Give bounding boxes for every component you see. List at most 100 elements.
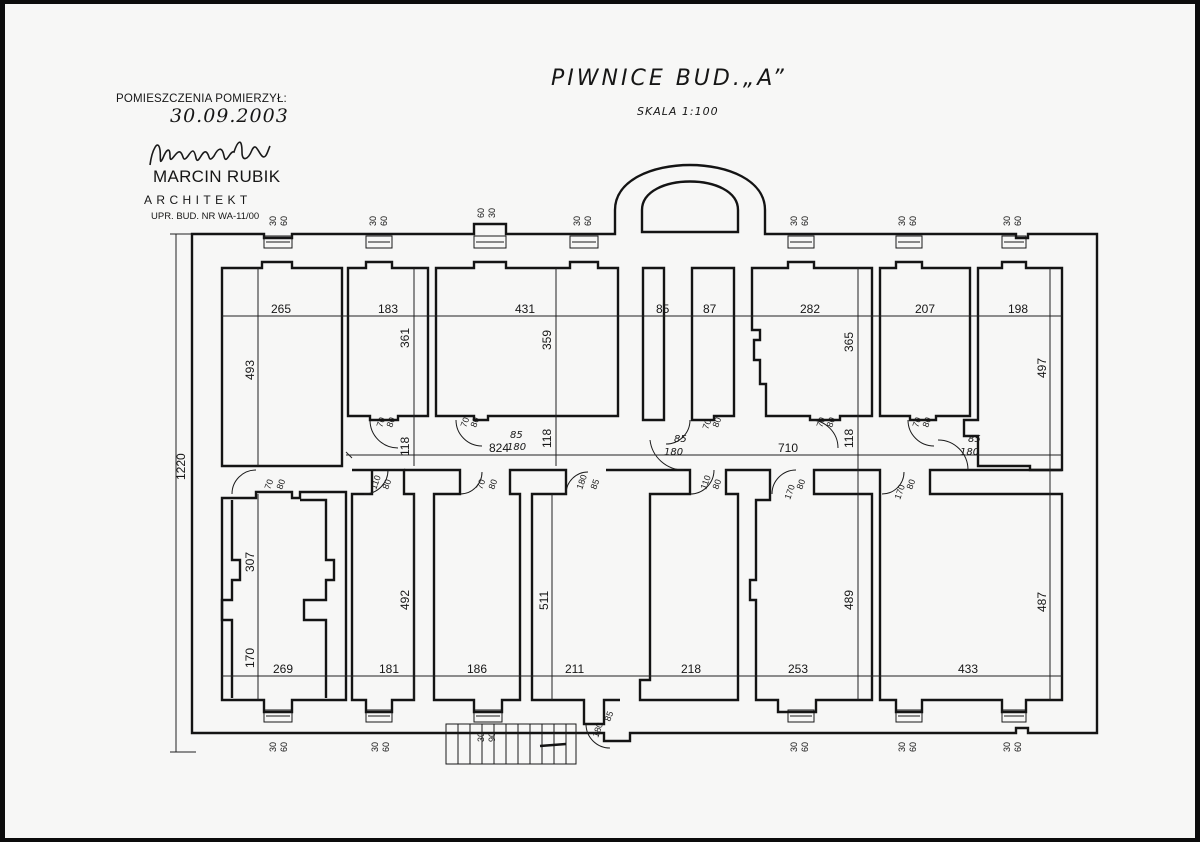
svg-text:60: 60: [1013, 742, 1023, 752]
south-depth-1b: 170: [243, 648, 257, 668]
svg-text:80: 80: [824, 416, 837, 429]
north-depth-6: 365: [842, 332, 856, 352]
svg-text:30: 30: [897, 742, 907, 752]
svg-text:85: 85: [674, 434, 687, 445]
svg-text:85: 85: [968, 434, 981, 445]
svg-text:70: 70: [814, 416, 827, 429]
svg-text:180: 180: [590, 721, 605, 739]
svg-text:30: 30: [897, 216, 907, 226]
overall-height-label: 1220: [174, 453, 188, 480]
north-width-1: 265: [271, 302, 291, 316]
north-width-2: 183: [378, 302, 398, 316]
scan-edge-left: [0, 0, 5, 842]
south-width-4: 211: [565, 662, 584, 676]
stamp-date: 30.09.2003: [170, 105, 289, 127]
scan-edge-top: [0, 0, 1200, 4]
south-depth-2: 492: [398, 590, 412, 610]
svg-text:80: 80: [710, 416, 723, 429]
north-depth-8: 497: [1035, 358, 1049, 378]
door-labels: 70 80 70 80 70 80 70 80 70 80 85 180 85 …: [262, 416, 980, 739]
south-width-6: 253: [788, 662, 808, 676]
stamp-name: MARCIN RUBIK: [153, 167, 281, 186]
svg-text:180: 180: [960, 447, 979, 458]
svg-text:80: 80: [274, 478, 287, 491]
scan-edge-right: [1195, 0, 1200, 842]
corridor-length-west: 824: [489, 441, 509, 455]
svg-text:30: 30: [268, 216, 278, 226]
svg-text:70: 70: [374, 416, 387, 429]
south-depth-1: 307: [243, 552, 257, 572]
south-width-5: 218: [681, 662, 701, 676]
stair-steps: [445, 723, 577, 765]
svg-text:85: 85: [602, 710, 615, 723]
signature-mark: [149, 141, 271, 166]
south-width-7: 433: [958, 662, 978, 676]
svg-text:85: 85: [510, 430, 523, 441]
svg-text:180: 180: [664, 447, 683, 458]
svg-text:30: 30: [487, 208, 497, 218]
svg-text:70: 70: [458, 416, 471, 429]
svg-text:60: 60: [908, 742, 918, 752]
south-width-3: 186: [467, 662, 487, 676]
svg-text:60: 60: [1013, 216, 1023, 226]
windows-bottom: [263, 709, 1027, 723]
north-width-6: 282: [800, 302, 820, 316]
svg-text:80: 80: [468, 416, 481, 429]
south-depth-6: 489: [842, 590, 856, 610]
svg-text:30: 30: [789, 216, 799, 226]
south-width-2: 181: [379, 662, 399, 676]
south-width-1: 269: [273, 662, 293, 676]
svg-text:30: 30: [1002, 216, 1012, 226]
drawing-title: PIWNICE BUD.„A”: [551, 66, 787, 91]
svg-text:80: 80: [380, 478, 393, 491]
svg-text:60: 60: [800, 216, 810, 226]
svg-text:60: 60: [279, 216, 289, 226]
svg-text:80: 80: [384, 416, 397, 429]
svg-text:60: 60: [279, 742, 289, 752]
south-rooms: [220, 468, 1064, 726]
svg-text:80: 80: [794, 478, 807, 491]
north-width-5: 87: [703, 302, 717, 316]
north-depth-3: 359: [540, 330, 554, 350]
svg-text:60: 60: [379, 216, 389, 226]
scan-edge-bottom: [0, 838, 1200, 842]
svg-text:80: 80: [920, 416, 933, 429]
north-width-7: 207: [915, 302, 935, 316]
north-width-8: 198: [1008, 302, 1028, 316]
svg-text:60: 60: [381, 742, 391, 752]
svg-text:85: 85: [588, 478, 601, 491]
apse-arch: [640, 180, 740, 234]
south-depth-7: 487: [1035, 592, 1049, 612]
corridor-width-east: 118: [842, 429, 856, 448]
svg-text:30: 30: [368, 216, 378, 226]
north-width-4: 85: [656, 302, 670, 316]
svg-text:30: 30: [1002, 742, 1012, 752]
svg-text:60: 60: [800, 742, 810, 752]
svg-text:30: 30: [476, 732, 486, 742]
svg-text:80: 80: [486, 478, 499, 491]
svg-text:180: 180: [574, 473, 589, 491]
drawing-scale: SKALA 1:100: [637, 105, 719, 118]
svg-text:30: 30: [789, 742, 799, 752]
svg-text:170: 170: [892, 483, 907, 501]
north-width-3: 431: [515, 302, 535, 316]
stamp-label: POMIESZCZENIA POMIERZYŁ:: [116, 93, 287, 105]
windows-top: [263, 235, 1027, 249]
window-labels-bottom: 30 60 30 60 30 90 30 60 30 60 30 60: [268, 732, 1023, 752]
svg-text:70: 70: [910, 416, 923, 429]
svg-text:70: 70: [262, 478, 275, 491]
svg-text:180: 180: [507, 442, 526, 453]
corridor-width-mid: 118: [540, 429, 554, 448]
svg-text:170: 170: [782, 483, 797, 501]
svg-text:60: 60: [908, 216, 918, 226]
stamp-role: ARCHITEKT: [144, 193, 252, 207]
corridor-length-east: 710: [778, 441, 798, 455]
north-rooms: [220, 260, 1064, 472]
svg-text:60: 60: [583, 216, 593, 226]
stamp-permit: UPR. BUD. NR WA-11/00: [151, 211, 260, 222]
north-depth-2: 361: [398, 328, 412, 348]
outer-wall: [190, 163, 1099, 743]
svg-text:110: 110: [698, 474, 712, 491]
